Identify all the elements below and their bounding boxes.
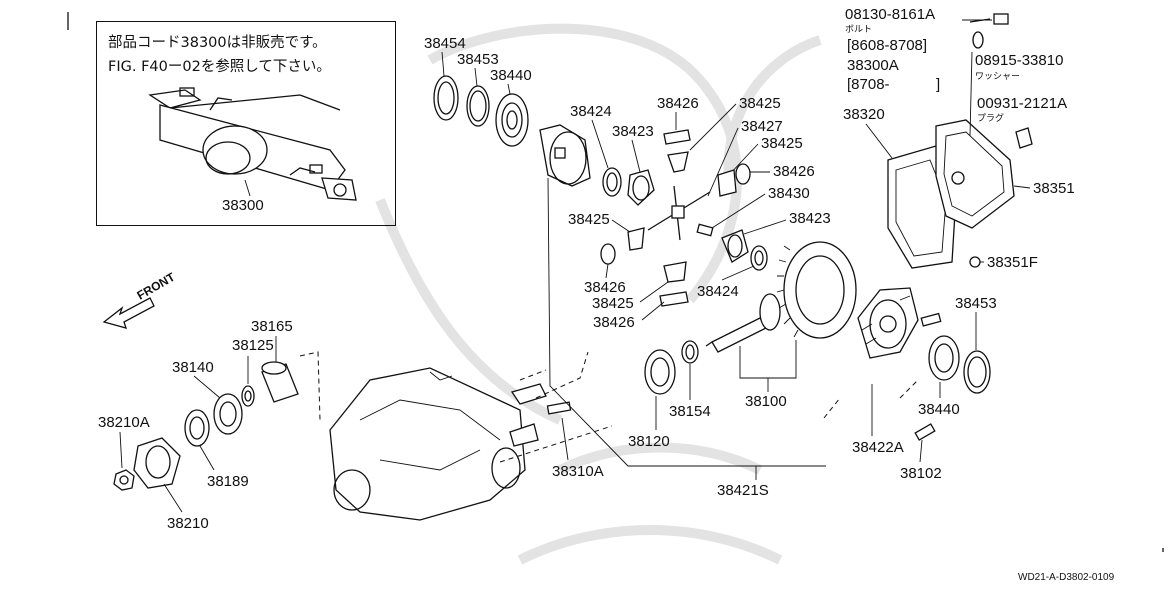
thrust-washer-38426-left	[600, 243, 616, 265]
nut-38210A	[113, 469, 135, 491]
pinion-mate-38425-top	[667, 151, 689, 173]
label-38426-left: 38426	[584, 279, 626, 296]
label-38165: 38165	[251, 318, 293, 335]
washer-kind: ワッシャー	[975, 72, 1020, 82]
label-38440-top: 38440	[490, 67, 532, 84]
pinion-mate-38425-left	[627, 227, 645, 251]
label-38427: 38427	[741, 118, 783, 135]
plug-kind: プラグ	[977, 112, 1004, 124]
shim-38453	[466, 85, 490, 127]
label-38421S: 38421S	[717, 482, 769, 499]
front-label: FRONT	[135, 269, 178, 302]
label-38140: 38140	[172, 359, 214, 376]
label-38100: 38100	[745, 393, 787, 410]
side-gear-38423-top	[627, 169, 655, 206]
washer-part-number: 08915-33810	[975, 52, 1063, 69]
bolt-range-2-close: ]	[936, 76, 940, 93]
label-38351F: 38351F	[987, 254, 1038, 271]
label-38422A: 38422A	[852, 439, 904, 456]
ring-gear	[776, 241, 857, 339]
washer-38125	[241, 385, 255, 407]
label-38426-low: 38426	[593, 314, 635, 331]
label-38125: 38125	[232, 337, 274, 354]
thrust-washer-38426-top	[663, 129, 691, 145]
drive-pinion	[705, 293, 781, 353]
label-38426-right: 38426	[773, 163, 815, 180]
label-38425-low: 38425	[592, 295, 634, 312]
shim-38453-right	[963, 350, 991, 394]
bearing-cap	[509, 383, 547, 447]
note-line-1: 部品コード38300は非販売です。	[108, 35, 327, 51]
companion-flange-38210	[133, 437, 181, 489]
label-38440-right: 38440	[918, 401, 960, 418]
drain-plug-38351F	[969, 256, 981, 268]
front-arrow	[102, 297, 155, 329]
bolt-range-1: [8608-8708]	[847, 37, 927, 54]
bolt-kind: ボルト	[845, 24, 872, 35]
pinion-mate-38425-right	[717, 169, 737, 197]
label-38426-top: 38426	[657, 95, 699, 112]
label-38300: 38300	[222, 197, 264, 214]
label-38310A: 38310A	[552, 463, 604, 480]
label-38425-left: 38425	[568, 211, 610, 228]
bolt-part-number: 08130-8161A	[845, 6, 935, 23]
label-38430: 38430	[768, 185, 810, 202]
lock-pin-38430	[696, 223, 714, 237]
label-38351: 38351	[1033, 180, 1075, 197]
oil-seal-38189	[184, 409, 210, 447]
differential-case-top	[539, 124, 591, 187]
collapsible-spacer-38165	[261, 361, 299, 403]
washer-08915-33810	[972, 31, 984, 49]
bearing-38440-right	[928, 335, 960, 381]
label-38210A: 38210A	[98, 414, 150, 431]
gear-carrier-housing	[329, 367, 526, 521]
label-38453-right: 38453	[955, 295, 997, 312]
differential-case-38422A	[857, 287, 919, 359]
pinion-mate-38425-low	[663, 261, 687, 283]
label-38454: 38454	[424, 35, 466, 52]
label-38425-mid: 38425	[761, 135, 803, 152]
label-38120: 38120	[628, 433, 670, 450]
note-line-2: FIG. F40ー02を参照して下さい。	[108, 59, 331, 75]
thrust-washer-38426-right	[735, 163, 751, 185]
note-box	[96, 21, 396, 226]
label-38210: 38210	[167, 515, 209, 532]
bolt-assy: 38300A	[847, 57, 899, 74]
label-38154: 38154	[669, 403, 711, 420]
plug-00931-2121A	[1015, 127, 1033, 149]
pinion-shaft-38427	[647, 185, 711, 241]
label-38453-top: 38453	[457, 51, 499, 68]
label-38423-top: 38423	[612, 123, 654, 140]
bearing-38140	[213, 393, 243, 435]
bolt-38102	[914, 312, 942, 441]
side-gear-38423-right	[721, 229, 749, 263]
note-text: 部品コード38300は非販売です。 FIG. F40ー02を参照して下さい。	[108, 31, 393, 79]
side-gear-washer-38424-right	[750, 245, 768, 271]
seal-38454	[433, 75, 459, 121]
plug-part-number: 00931-2121A	[977, 95, 1067, 112]
spacer-38154	[681, 340, 699, 364]
bearing-38440	[495, 93, 529, 147]
diagram-code: WD21-A-D3802-0109	[1018, 572, 1115, 583]
bolt-08130-8161A	[969, 13, 1009, 25]
side-gear-washer-38424-top	[602, 167, 622, 197]
label-38424-top: 38424	[570, 103, 612, 120]
label-38189: 38189	[207, 473, 249, 490]
thrust-washer-38426-low	[659, 291, 689, 307]
label-38320: 38320	[843, 106, 885, 123]
label-38102: 38102	[900, 465, 942, 482]
rear-cover-38351	[935, 119, 1015, 229]
label-38423-right: 38423	[789, 210, 831, 227]
label-38425-top: 38425	[739, 95, 781, 112]
bolt-range-2: [8708-	[847, 76, 890, 93]
axle-housing-illustration	[148, 87, 357, 201]
pinion-bearing-38120	[644, 349, 676, 395]
label-38424-right: 38424	[697, 283, 739, 300]
